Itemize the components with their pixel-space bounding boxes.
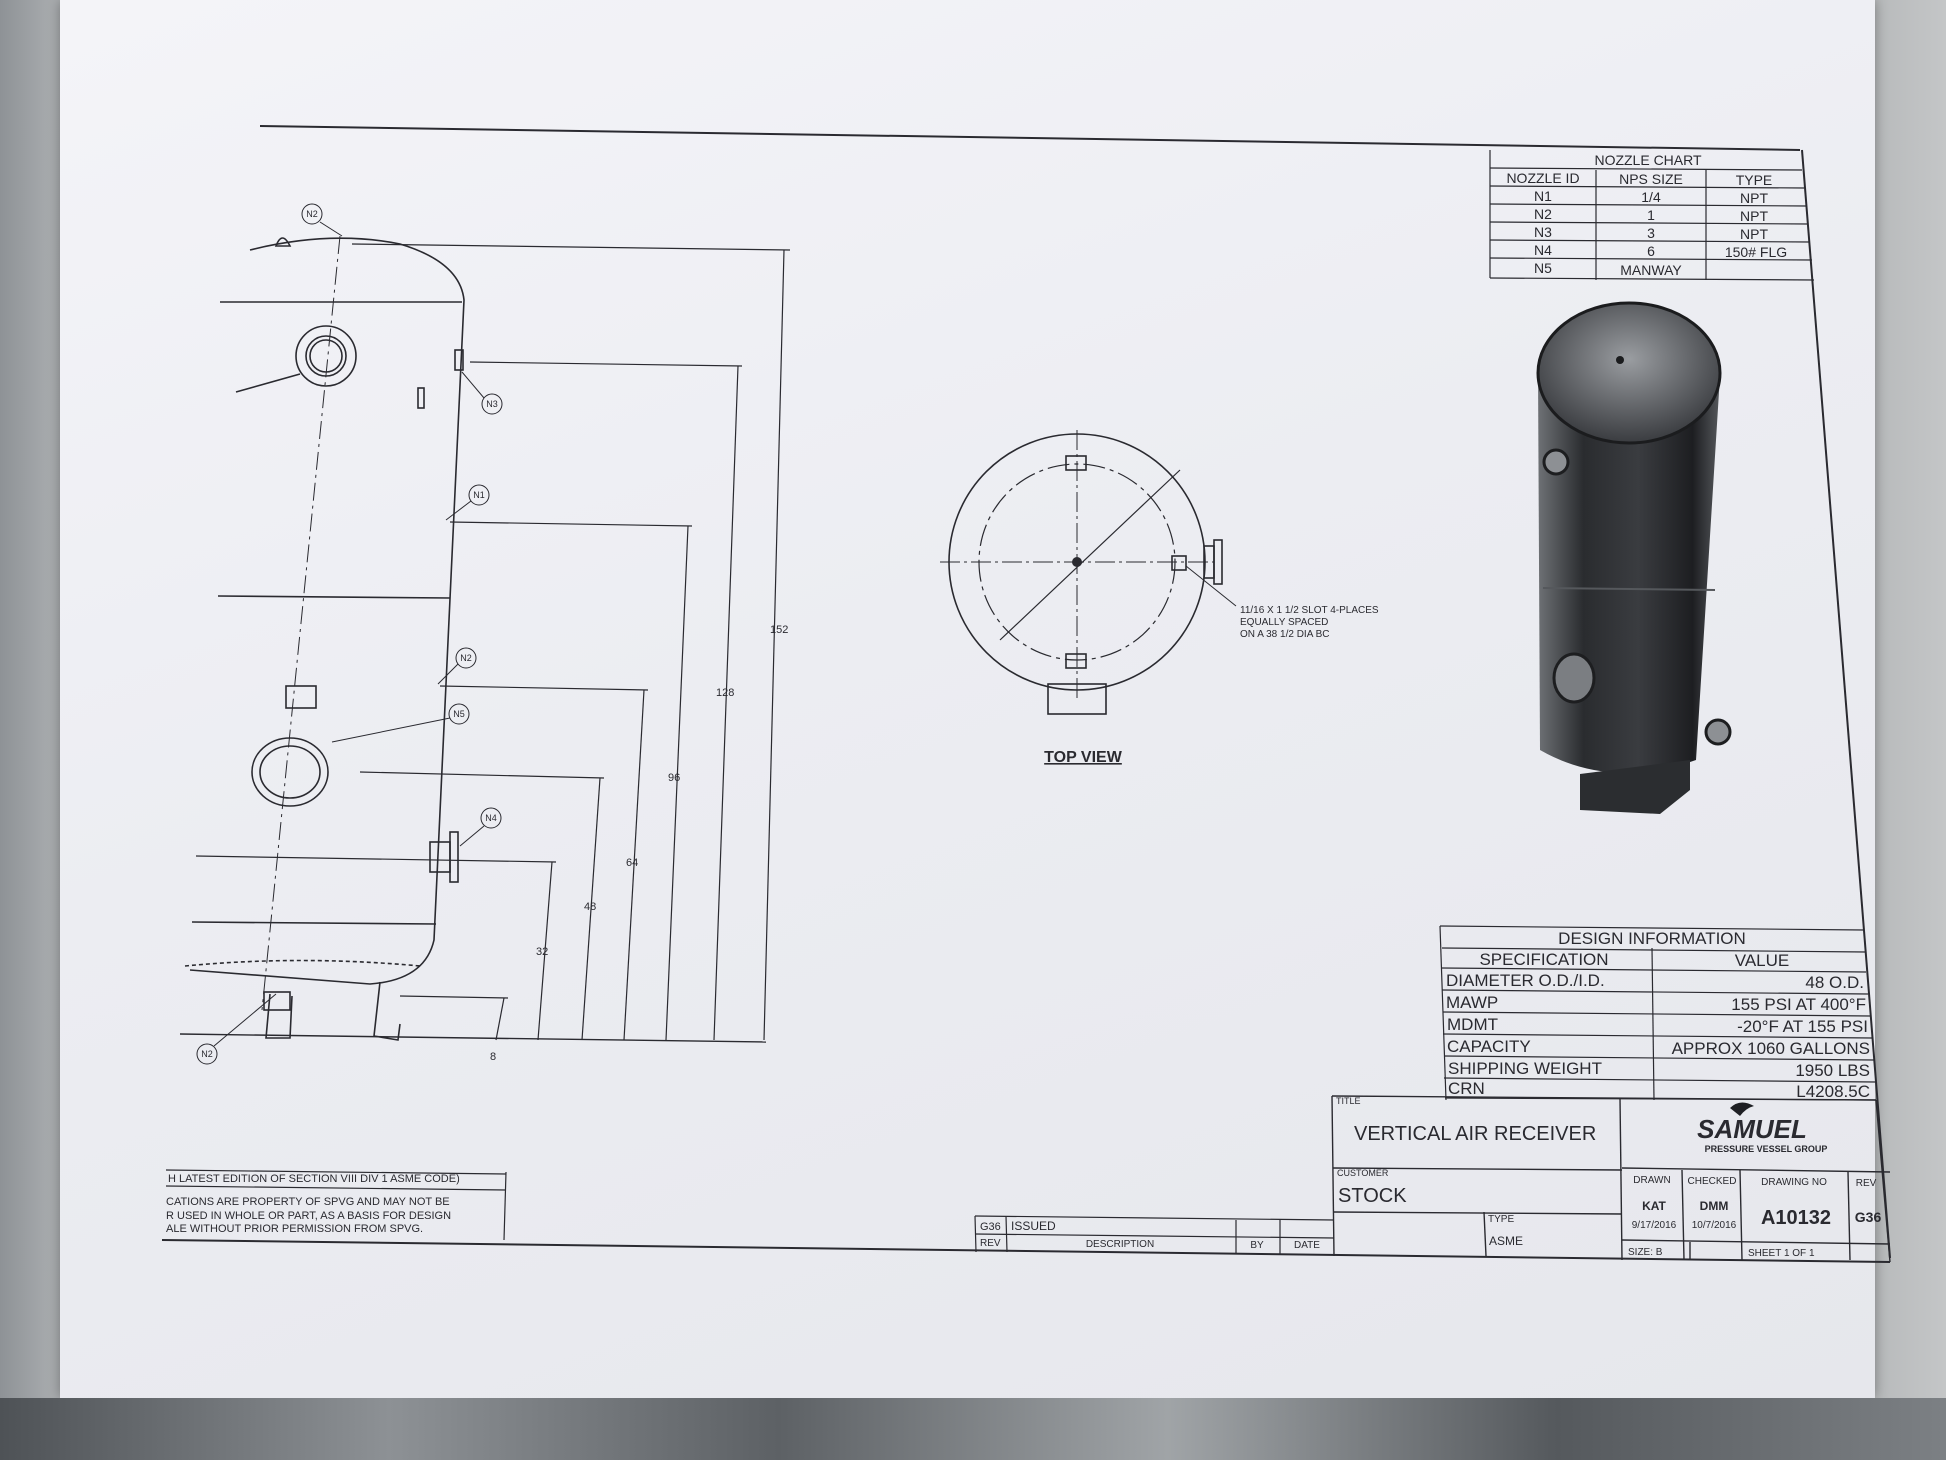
design-row-spec: MAWP	[1446, 993, 1498, 1012]
vessel-3d-render	[1536, 301, 1732, 814]
revision-description: ISSUED	[1011, 1219, 1056, 1233]
nozzle-row-id: N1	[1534, 188, 1552, 204]
revision-col-by: BY	[1250, 1240, 1264, 1251]
callout-n4: N4	[485, 813, 497, 823]
drawn-date: 9/17/2016	[1632, 1220, 1677, 1231]
note-line-4: ALE WITHOUT PRIOR PERMISSION FROM SPVG.	[166, 1223, 423, 1235]
nozzle-row-size: 1/4	[1641, 189, 1661, 205]
rev-value: G36	[1855, 1209, 1882, 1225]
callout-n5: N5	[453, 709, 465, 719]
nozzle-row-id: N5	[1534, 260, 1552, 276]
note-line-2: CATIONS ARE PROPERTY OF SPVG AND MAY NOT…	[166, 1196, 450, 1208]
sheet-count: SHEET 1 OF 1	[1748, 1248, 1815, 1259]
design-row-value: APPROX 1060 GALLONS	[1672, 1039, 1870, 1058]
customer-value: STOCK	[1338, 1185, 1407, 1207]
nozzle-row-id: N4	[1534, 242, 1552, 258]
revision-rev: G36	[980, 1221, 1001, 1233]
design-row-spec: DIAMETER O.D./I.D.	[1446, 971, 1605, 990]
design-col-spec: SPECIFICATION	[1479, 950, 1608, 969]
dim-96: 96	[668, 772, 680, 784]
design-row-spec: CRN	[1448, 1079, 1485, 1098]
dimension-labels: 152 128 96 64 48 32 8	[490, 624, 788, 1063]
callout-n2-bottom: N2	[201, 1049, 213, 1059]
nozzle-row-type: NPT	[1740, 190, 1768, 206]
callout-labels: N2 N3 N1 N2 N5 N4 N2	[201, 209, 498, 1059]
callout-n1: N1	[473, 490, 485, 500]
top-view	[940, 430, 1237, 715]
callout-n2-top: N2	[306, 209, 318, 219]
dim-48: 48	[584, 901, 596, 913]
checked-label: CHECKED	[1688, 1176, 1737, 1187]
revision-block: G36 ISSUED REV DESCRIPTION BY DATE	[974, 1215, 1335, 1254]
dim-64: 64	[626, 857, 638, 869]
metal-surface	[0, 1398, 1946, 1460]
design-row-spec: SHIPPING WEIGHT	[1448, 1059, 1602, 1078]
callout-n2-mid: N2	[460, 653, 472, 663]
slot-note-line1: 11/16 X 1 1/2 SLOT 4-PLACES	[1240, 605, 1379, 616]
title-block: TITLE VERTICAL AIR RECEIVER CUSTOMER STO…	[1331, 1095, 1891, 1263]
drawing-number: A10132	[1761, 1207, 1831, 1229]
nozzle-row-id: N3	[1534, 224, 1552, 240]
design-row-value: L4208.5C	[1796, 1082, 1870, 1101]
checked-by: DMM	[1700, 1199, 1729, 1213]
drawn-by: KAT	[1642, 1199, 1666, 1213]
type-value: ASME	[1489, 1234, 1523, 1248]
callout-n3: N3	[486, 399, 498, 409]
nozzle-row-size: MANWAY	[1620, 262, 1682, 278]
drawing-title: VERTICAL AIR RECEIVER	[1354, 1123, 1596, 1145]
nozzle-row-type: NPT	[1740, 208, 1768, 224]
revision-col-description: DESCRIPTION	[1086, 1239, 1154, 1250]
nozzle-row-size: 3	[1647, 225, 1655, 241]
drawn-label: DRAWN	[1633, 1175, 1670, 1186]
drawing-no-label: DRAWING NO	[1761, 1177, 1827, 1188]
notes-block: H LATEST EDITION OF SECTION VIII DIV 1 A…	[165, 1169, 507, 1241]
nozzle-col-id: NOZZLE ID	[1506, 170, 1579, 186]
revision-col-date: DATE	[1294, 1240, 1320, 1251]
samuel-logo: SAMUEL PRESSURE VESSEL GROUP	[1697, 1102, 1827, 1154]
nozzle-col-size: NPS SIZE	[1619, 171, 1683, 187]
note-line-1: H LATEST EDITION OF SECTION VIII DIV 1 A…	[168, 1173, 460, 1185]
top-view-center	[1072, 557, 1082, 567]
rev-label: REV	[1856, 1178, 1877, 1189]
type-label: TYPE	[1488, 1214, 1514, 1225]
nozzle-row-type: NPT	[1740, 226, 1768, 242]
design-row-value: 155 PSI AT 400°F	[1731, 995, 1866, 1014]
title-label: TITLE	[1336, 1096, 1361, 1106]
design-information-table: DESIGN INFORMATION SPECIFICATION VALUE D…	[1439, 925, 1877, 1101]
design-row-value: 48 O.D.	[1805, 973, 1864, 992]
slot-note-line3: ON A 38 1/2 DIA BC	[1240, 629, 1330, 640]
nozzle-row-type: 150# FLG	[1725, 244, 1787, 260]
revision-col-rev: REV	[980, 1238, 1001, 1249]
checked-date: 10/7/2016	[1692, 1220, 1737, 1231]
design-row-spec: MDMT	[1447, 1015, 1498, 1034]
side-elevation-view	[179, 235, 767, 1043]
drawing-frame	[161, 125, 1891, 1263]
nozzle-row-size: 6	[1647, 243, 1655, 259]
nozzle-row-size: 1	[1647, 207, 1655, 223]
nozzle-chart: NOZZLE CHART NOZZLE ID NPS SIZE TYPE N1 …	[1489, 150, 1815, 281]
design-row-value: 1950 LBS	[1795, 1061, 1870, 1080]
logo-swoosh-icon	[1730, 1102, 1754, 1116]
dim-128: 128	[716, 687, 734, 699]
nozzle-row-id: N2	[1534, 206, 1552, 222]
design-info-title: DESIGN INFORMATION	[1558, 929, 1746, 948]
nozzle-col-type: TYPE	[1736, 172, 1773, 188]
dim-32: 32	[536, 946, 548, 958]
design-row-value: -20°F AT 155 PSI	[1737, 1017, 1868, 1036]
design-col-value: VALUE	[1735, 951, 1790, 970]
dimension-lines	[195, 243, 791, 1041]
logo-wordmark: SAMUEL	[1697, 1114, 1807, 1144]
nozzle-chart-title: NOZZLE CHART	[1594, 152, 1702, 168]
design-row-spec: CAPACITY	[1447, 1037, 1531, 1056]
slot-note-line2: EQUALLY SPACED	[1240, 617, 1328, 628]
dim-152: 152	[770, 624, 788, 636]
dim-8: 8	[490, 1051, 496, 1063]
customer-label: CUSTOMER	[1337, 1168, 1389, 1178]
note-line-3: R USED IN WHOLE OR PART, AS A BASIS FOR …	[166, 1210, 451, 1222]
nozzle-callouts	[196, 203, 503, 1065]
top-view-label: TOP VIEW	[1044, 749, 1123, 766]
sheet-size: SIZE: B	[1628, 1247, 1663, 1258]
logo-tagline: PRESSURE VESSEL GROUP	[1705, 1144, 1828, 1154]
